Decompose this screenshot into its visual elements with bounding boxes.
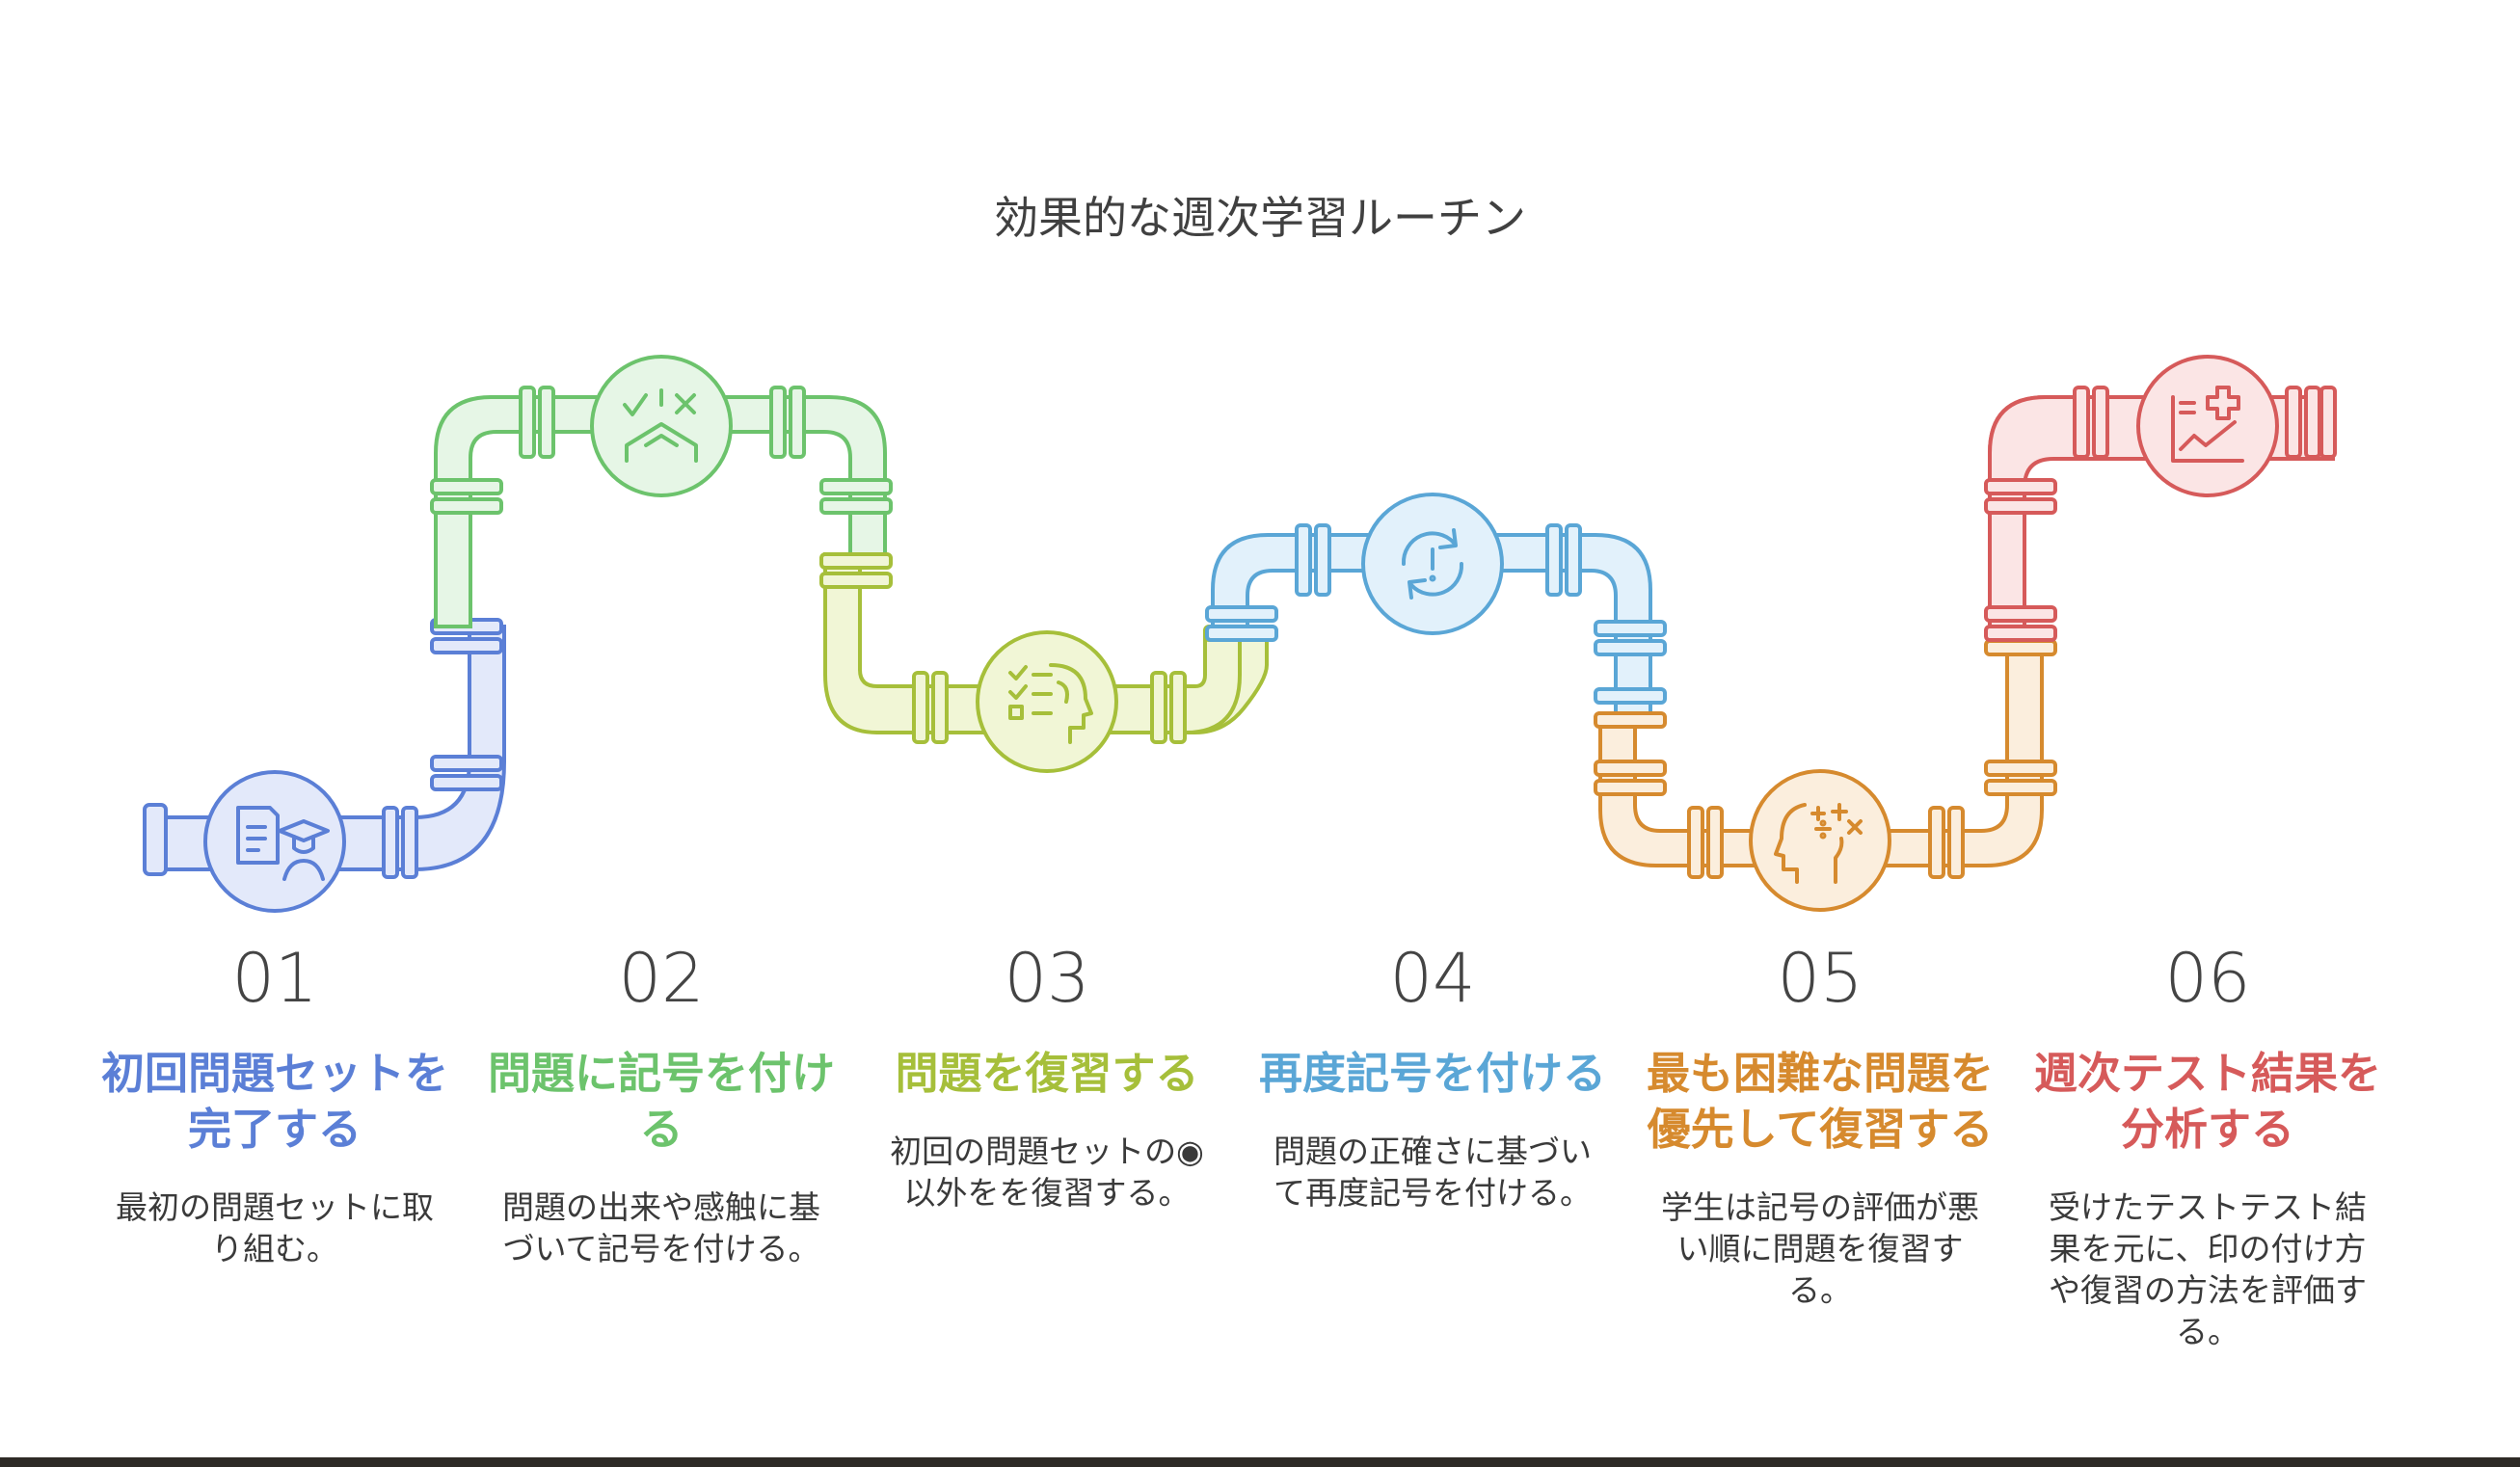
step-number: 05: [1777, 939, 1863, 1018]
step-description: 問題の正確さに基づいて再度記号を付ける。: [1273, 1133, 1592, 1212]
pipe-segment-04: [1205, 523, 1667, 715]
chart-analysis-icon: [2136, 355, 2279, 497]
step-02: 02 問題に記号を付ける 問題の出来や感触に基づいて記号を付ける。: [488, 940, 835, 1269]
head-checklist-icon: [976, 630, 1118, 773]
diagram-title: 効果的な週次学習ルーチン: [994, 192, 1526, 244]
step-description: 初回の問題セットの◉以外をを復習する。: [890, 1133, 1204, 1212]
head-math-icon: [1749, 769, 1891, 912]
step-number: 04: [1389, 939, 1476, 1018]
refresh-alert-icon: [1361, 493, 1504, 635]
step-number: 06: [2164, 939, 2251, 1018]
step-05: 05 最も困難な問題を優先して復習する 学生は記号の評価が悪い順に問題を復習する…: [1647, 940, 1994, 1311]
step-06: 06 週次テスト結果を分析する 受けたテストテスト結果を元に、印の付け方や復習の…: [2034, 940, 2381, 1352]
step-number: 03: [1004, 939, 1090, 1018]
step-description: 受けたテストテスト結果を元に、印の付け方や復習の方法を評価する。: [2049, 1188, 2367, 1350]
step-03: 03 問題を復習する 初回の問題セットの◉以外をを復習する。: [873, 940, 1220, 1214]
step-number: 02: [618, 939, 705, 1018]
step-description: 学生は記号の評価が悪い順に問題を復習する。: [1661, 1188, 1979, 1309]
step-title: 初回問題セットを完了する: [101, 1048, 449, 1155]
student-document-icon: [203, 770, 346, 913]
bottom-strip: [0, 1457, 2520, 1467]
step-title: 問題に記号を付ける: [488, 1048, 836, 1155]
step-title: 再度記号を付ける: [1259, 1048, 1607, 1099]
step-description: 最初の問題セットに取り組む。: [116, 1188, 434, 1267]
step-title: 問題を復習する: [895, 1048, 1199, 1099]
step-description: 問題の出来や感触に基づいて記号を付ける。: [502, 1188, 820, 1267]
step-04: 04 再度記号を付ける 問題の正確さに基づいて再度記号を付ける。: [1259, 940, 1606, 1214]
step-title: 週次テスト結果を分析する: [2034, 1048, 2382, 1155]
check-cross-icon: [590, 355, 733, 497]
step-01: 01 初回問題セットを完了する 最初の問題セットに取り組む。: [101, 940, 448, 1269]
step-title: 最も困難な問題を優先して復習する: [1647, 1048, 1995, 1155]
pipe-segment-05: [1594, 634, 2057, 879]
pipe-segment-02: [430, 386, 893, 628]
step-number: 01: [231, 939, 318, 1018]
